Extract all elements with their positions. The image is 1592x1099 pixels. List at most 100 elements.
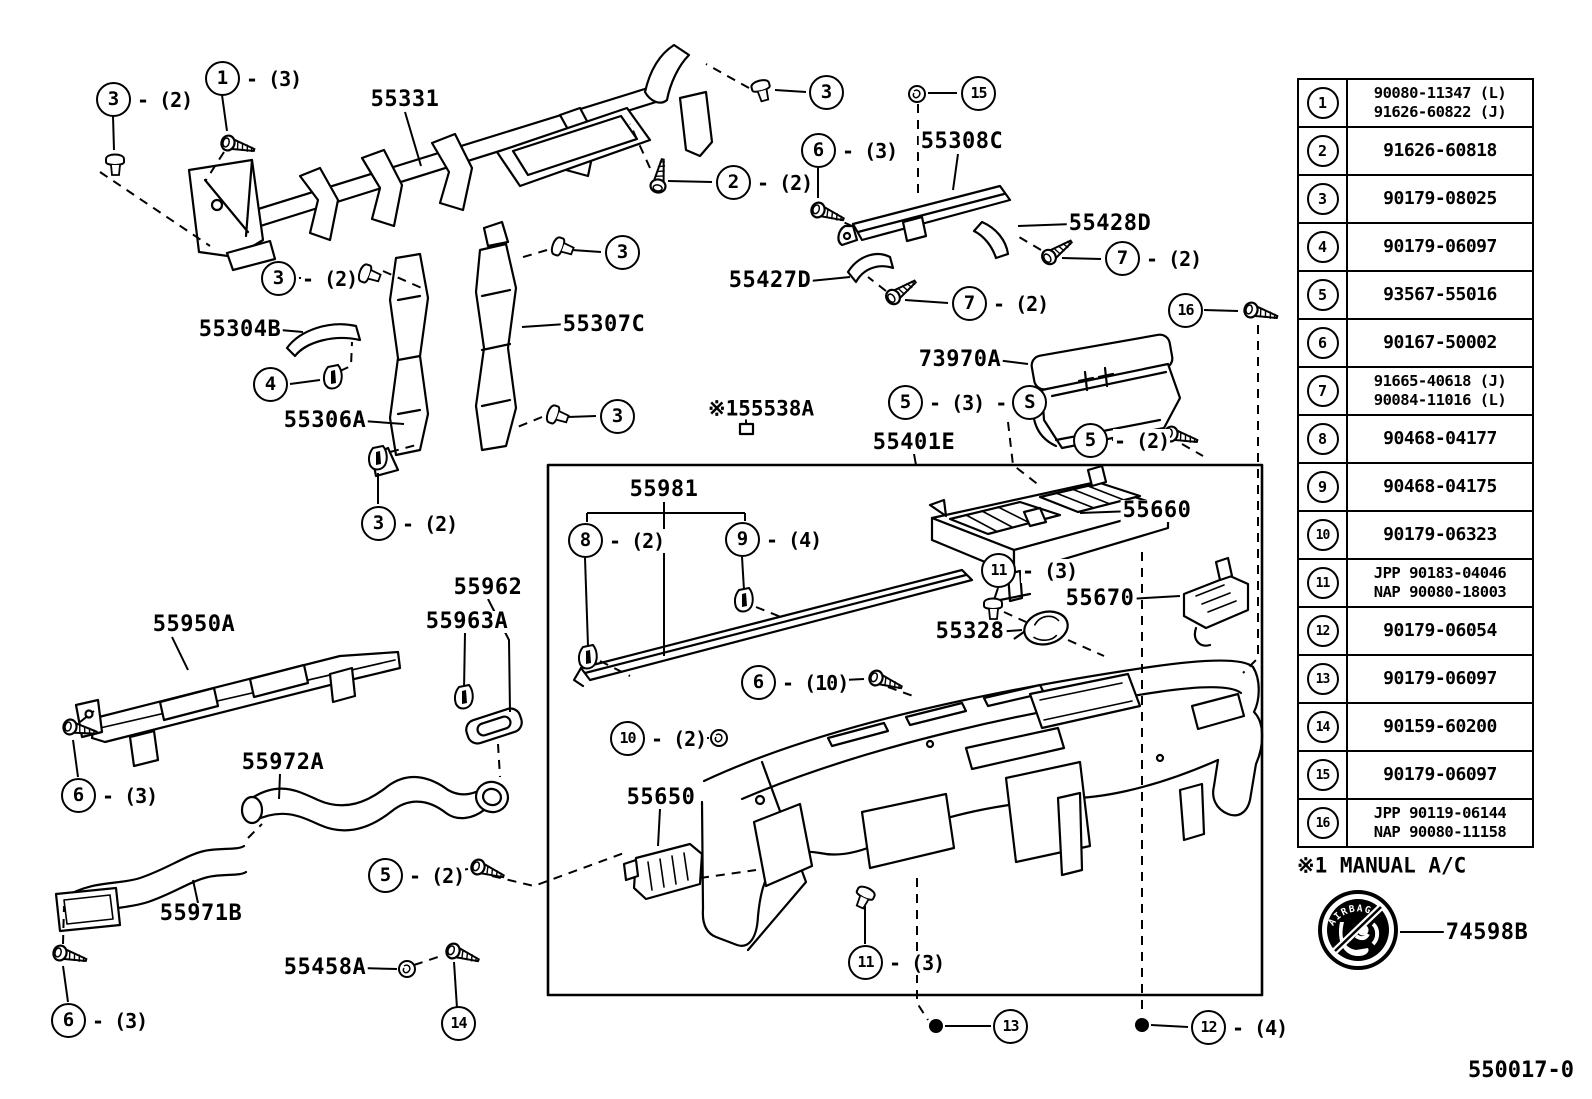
- callout-5: 5- (2): [368, 858, 465, 893]
- part-label-55963A: 55963A: [423, 609, 511, 634]
- callout-14: 14: [441, 1006, 476, 1041]
- part-55962: [465, 707, 523, 745]
- callout-number: 7: [952, 286, 987, 321]
- table-ref-cell: 6: [1299, 320, 1348, 366]
- table-ref-number: 1: [1306, 87, 1339, 119]
- table-ref-cell: 8: [1299, 416, 1348, 462]
- part-label-55328: 55328: [933, 619, 1007, 644]
- callout-quantity: - (4): [765, 527, 822, 552]
- callout-7: 7- (2): [1105, 241, 1202, 276]
- part-label-55331: 55331: [368, 87, 442, 112]
- callout-5: 5- (3) -S: [888, 385, 1048, 420]
- callout-5: 5- (2): [1073, 423, 1170, 458]
- part-55981: [572, 568, 974, 688]
- callout-number: 9: [725, 522, 760, 557]
- part-number: 90084-11016 (L): [1373, 391, 1507, 409]
- callout-quantity: - (3): [841, 138, 898, 163]
- callout-number: 10: [610, 721, 645, 756]
- callout-suffix: S: [1012, 385, 1048, 420]
- part-instrument-panel: [700, 659, 1264, 952]
- callout-number: 6: [741, 665, 776, 700]
- callout-2: 2- (2): [716, 165, 813, 200]
- callout-number: 8: [568, 523, 603, 558]
- part-label-55971B: 55971B: [157, 901, 245, 926]
- part-number: 90167-50002: [1383, 332, 1497, 354]
- callout-quantity: - (2): [136, 87, 193, 112]
- callout-8: 8- (2): [568, 523, 665, 558]
- table-ref-cell: 5: [1299, 272, 1348, 318]
- part-label-55981: 55981: [627, 477, 701, 502]
- table-ref-number: 15: [1306, 759, 1339, 791]
- callout-number: 1: [205, 61, 240, 96]
- table-ref-number: 10: [1306, 519, 1339, 551]
- part-55427D: [846, 253, 895, 284]
- table-ref-cell: 4: [1299, 224, 1348, 270]
- part-number: 90159-60200: [1383, 716, 1497, 738]
- callout-6: 6- (3): [61, 778, 158, 813]
- callout-quantity: - (2): [301, 266, 358, 291]
- part-label-55304B: 55304B: [196, 317, 284, 342]
- callout-11: 11- (3): [848, 945, 945, 980]
- callout-quantity: - (2): [650, 726, 707, 751]
- part-number: NAP 90080-18003: [1373, 583, 1507, 601]
- part-number: 90080-11347 (L): [1373, 84, 1507, 103]
- table-ref-number: 13: [1306, 663, 1339, 695]
- table-ref-cell: 10: [1299, 512, 1348, 558]
- callout-6: 6- (10): [741, 665, 849, 700]
- part-number: 91626-60818: [1383, 140, 1497, 162]
- part-label-55660: 55660: [1120, 498, 1194, 523]
- table-ref-cell: 16: [1299, 800, 1348, 846]
- table-ref-cell: 11: [1299, 560, 1348, 606]
- callout-number: 3: [605, 235, 640, 270]
- table-row: 5 93567-55016: [1299, 272, 1532, 320]
- part-number: 90179-06097: [1383, 668, 1497, 690]
- table-ref-number: 5: [1306, 279, 1339, 311]
- callout-quantity: - (2): [1145, 246, 1202, 271]
- callout-4: 4: [253, 367, 288, 402]
- callout-quantity: - (3): [1021, 558, 1078, 583]
- table-part-number-cell: 90179-06097: [1348, 224, 1532, 270]
- table-row: 2 91626-60818: [1299, 128, 1532, 176]
- callout-number: 2: [716, 165, 751, 200]
- callout-number: 5: [888, 385, 923, 420]
- callout-quantity: - (4): [1231, 1015, 1288, 1040]
- part-number: 91665-40618 (J): [1373, 372, 1507, 391]
- part-label-55962: 55962: [451, 575, 525, 600]
- callout-number: 3: [361, 506, 396, 541]
- part-55650: [622, 842, 704, 901]
- table-part-number-cell: 90179-08025: [1348, 176, 1532, 222]
- part-number: 93567-55016: [1383, 284, 1497, 306]
- callout-10: 10- (2): [610, 721, 707, 756]
- callout-number: 6: [61, 778, 96, 813]
- part-label-55670: 55670: [1063, 586, 1137, 611]
- table-ref-cell: 14: [1299, 704, 1348, 750]
- note-text: ※155538A: [708, 396, 815, 421]
- part-label-55458A: 55458A: [281, 955, 369, 980]
- callout-quantity: - (3): [245, 66, 302, 91]
- part-55306A: [370, 252, 430, 478]
- callout-3: 3: [809, 75, 844, 110]
- part-55304B: [285, 323, 362, 358]
- table-ref-number: 2: [1306, 135, 1339, 167]
- part-label-55950A: 55950A: [150, 612, 238, 637]
- callout-1: 1- (3): [205, 61, 302, 96]
- callout-7: 7- (2): [952, 286, 1049, 321]
- callout-number: 6: [801, 133, 836, 168]
- callout-quantity: - (10): [781, 670, 849, 695]
- table-part-number-cell: 90179-06054: [1348, 608, 1532, 654]
- callout-quantity: - (3): [888, 950, 945, 975]
- part-label-55308C: 55308C: [918, 129, 1006, 154]
- table-ref-cell: 3: [1299, 176, 1348, 222]
- callout-6: 6- (3): [51, 1003, 148, 1038]
- table-part-number-cell: 90159-60200: [1348, 704, 1532, 750]
- callout-quantity: - (3): [91, 1008, 148, 1033]
- part-55308C: [837, 184, 1012, 247]
